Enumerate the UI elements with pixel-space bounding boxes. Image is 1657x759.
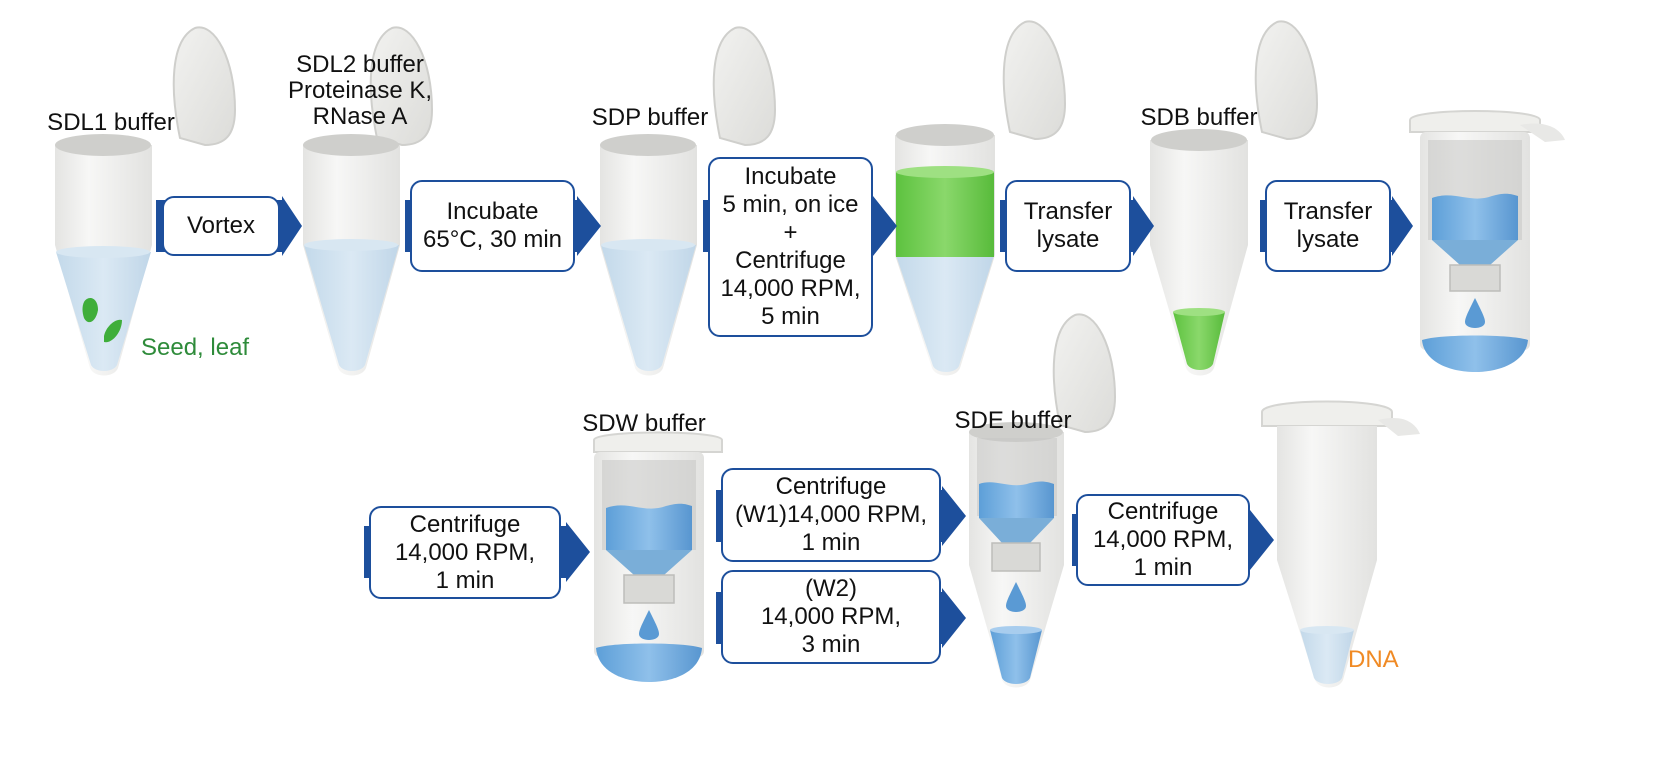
label-sdl1: SDL1 buffer xyxy=(47,109,175,136)
column-tube-sde-icon xyxy=(969,313,1117,688)
label-sde: SDE buffer xyxy=(954,407,1072,434)
note-seed-leaf: Seed, leaf xyxy=(141,334,250,361)
tube-dna-icon xyxy=(1261,400,1420,688)
leaf-icon xyxy=(82,298,122,343)
step-w1: Centrifuge (W1)14,000 RPM, 1 min xyxy=(721,468,941,562)
step-centrifuge-final: Centrifuge 14,000 RPM, 1 min xyxy=(1076,494,1250,586)
step-centrifuge-1: Centrifuge 14,000 RPM, 1 min xyxy=(369,506,561,599)
column-tube-row1-icon xyxy=(1409,110,1565,372)
label-sdl2: SDL2 buffer Proteinase K, RNase A xyxy=(287,51,433,130)
tube-sdl2-icon xyxy=(303,26,434,376)
step-ice-centrifuge: Incubate 5 min, on ice + Centrifuge 14,0… xyxy=(708,157,873,337)
tube-sdp-icon xyxy=(600,26,777,376)
label-sdw: SDW buffer xyxy=(582,410,706,437)
label-sdb: SDB buffer xyxy=(1140,104,1258,131)
note-dna: DNA xyxy=(1348,646,1399,673)
step-incubate-65: Incubate 65°C, 30 min xyxy=(410,180,575,272)
step-transfer-2: Transfer lysate xyxy=(1265,180,1391,272)
tube-green-icon xyxy=(895,20,1067,376)
tube-sdb-icon xyxy=(1150,20,1319,376)
tube-sdl1-icon xyxy=(55,26,237,376)
column-tube-sdw-icon xyxy=(593,431,723,682)
step-w2: (W2) 14,000 RPM, 3 min xyxy=(721,570,941,664)
label-sdp: SDP buffer xyxy=(591,104,709,131)
step-vortex: Vortex xyxy=(162,196,280,256)
step-transfer-1: Transfer lysate xyxy=(1005,180,1131,272)
